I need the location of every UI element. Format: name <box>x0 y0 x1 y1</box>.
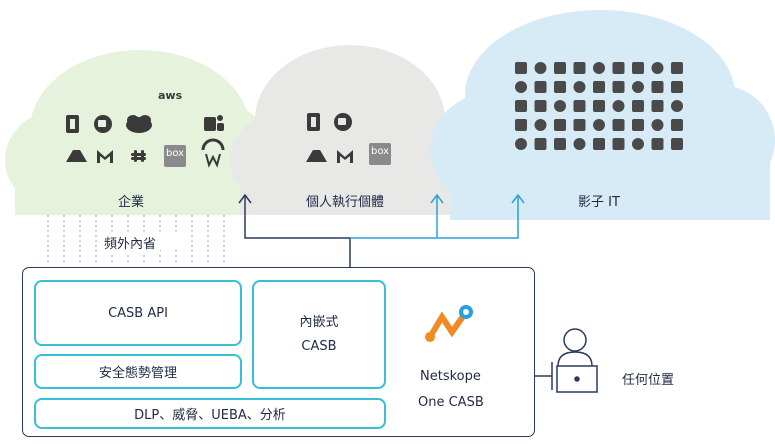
enterprise-cloud-label: 企業 <box>118 195 145 210</box>
user-icon <box>556 328 598 393</box>
casb-api-label: CASB API <box>108 305 168 321</box>
zoom-icon <box>94 115 112 133</box>
zoom-icon <box>334 113 352 131</box>
office-icon <box>307 113 320 131</box>
out-of-band-label: 頻外內省 <box>100 233 161 252</box>
shadow-app-icon <box>534 119 547 131</box>
casb-api-box: CASB API <box>34 280 242 346</box>
out-of-band-dashes <box>47 215 225 265</box>
posture-management-box: 安全態勢管理 <box>34 354 242 389</box>
aws-icon: aws <box>158 89 183 102</box>
shadow-app-icon <box>534 138 547 150</box>
inline-casb-label-2: CASB <box>301 338 337 354</box>
shadow-app-icon <box>515 62 527 74</box>
shadow-app-icon <box>651 138 664 150</box>
shadow-it-icon-grid <box>515 62 683 150</box>
connector-lines <box>238 193 525 267</box>
shadow-app-icon <box>554 100 566 112</box>
shadow-app-icon <box>651 100 664 112</box>
box-icon-label: box <box>371 146 390 157</box>
gmail-icon <box>337 150 353 163</box>
dlp-analytics-box: DLP、威脅、UEBA、分析 <box>34 398 386 429</box>
shadow-cloud <box>430 10 775 220</box>
shadow-app-icon <box>612 119 625 131</box>
shadow-cloud-label: 影子 IT <box>578 195 620 210</box>
shadow-app-icon <box>671 119 683 131</box>
box-icon-label: box <box>166 148 185 159</box>
shadow-app-icon <box>515 119 527 131</box>
personal-app-icons <box>306 113 353 163</box>
shadow-app-icon <box>632 62 644 74</box>
google-drive-icon <box>306 150 327 162</box>
shadow-app-icon <box>593 119 605 131</box>
shadow-app-icon <box>515 138 527 150</box>
salesforce-icon <box>126 115 152 133</box>
shadow-app-icon <box>671 138 683 150</box>
shadow-app-icon <box>612 81 625 93</box>
user-connector <box>535 362 553 390</box>
office-icon <box>66 115 79 133</box>
shadow-app-icon <box>632 100 644 112</box>
inline-casb-box: 內嵌式 CASB <box>252 280 386 389</box>
personal-cloud-label: 個人執行個體 <box>306 195 385 210</box>
teams-icon <box>204 115 224 131</box>
shadow-app-icon <box>593 100 605 112</box>
shadow-app-icon <box>554 81 566 93</box>
shadow-app-icon <box>573 119 586 131</box>
shadow-app-icon <box>593 81 605 93</box>
shadow-app-icon <box>651 81 664 93</box>
netskope-one-casb-container <box>22 267 535 437</box>
shadow-app-icon <box>651 119 664 131</box>
shadow-app-icon <box>554 119 566 131</box>
shadow-app-icon <box>632 138 644 150</box>
workday-icon <box>201 138 225 168</box>
shadow-app-icon <box>573 138 586 150</box>
shadow-app-icon <box>671 81 683 93</box>
shadow-app-icon <box>534 81 547 93</box>
shadow-app-icon <box>671 62 683 74</box>
dlp-analytics-label: DLP、威脅、UEBA、分析 <box>134 408 286 423</box>
shadow-app-icon <box>651 62 664 74</box>
shadow-app-icon <box>593 62 605 74</box>
shadow-app-icon <box>612 138 625 150</box>
inline-casb-label-1: 內嵌式 <box>299 314 339 330</box>
shadow-app-icon <box>534 62 547 74</box>
posture-management-label: 安全態勢管理 <box>98 366 177 381</box>
shadow-app-icon <box>573 81 586 93</box>
google-drive-icon <box>66 150 87 162</box>
shadow-app-icon <box>554 138 566 150</box>
shadow-app-icon <box>554 62 566 74</box>
shadow-app-icon <box>671 100 683 112</box>
enterprise-app-icons <box>66 115 225 168</box>
shadow-app-icon <box>573 62 586 74</box>
shadow-app-icon <box>534 100 547 112</box>
gmail-icon <box>97 150 113 163</box>
shadow-app-icon <box>515 81 527 93</box>
shadow-app-icon <box>573 100 586 112</box>
slack-icon <box>131 150 146 162</box>
box-icon <box>369 143 391 165</box>
shadow-app-icon <box>612 62 625 74</box>
box-icon <box>164 145 186 167</box>
shadow-app-icon <box>515 100 527 112</box>
shadow-app-icon <box>632 81 644 93</box>
netskope-logo <box>425 305 473 342</box>
netskope-name-line2: One CASB <box>418 395 484 410</box>
shadow-app-icon <box>593 138 605 150</box>
shadow-app-icon <box>612 100 625 112</box>
user-location-label: 任何位置 <box>622 373 675 388</box>
shadow-app-icon <box>632 119 644 131</box>
netskope-name-line1: Netskope <box>420 369 481 384</box>
